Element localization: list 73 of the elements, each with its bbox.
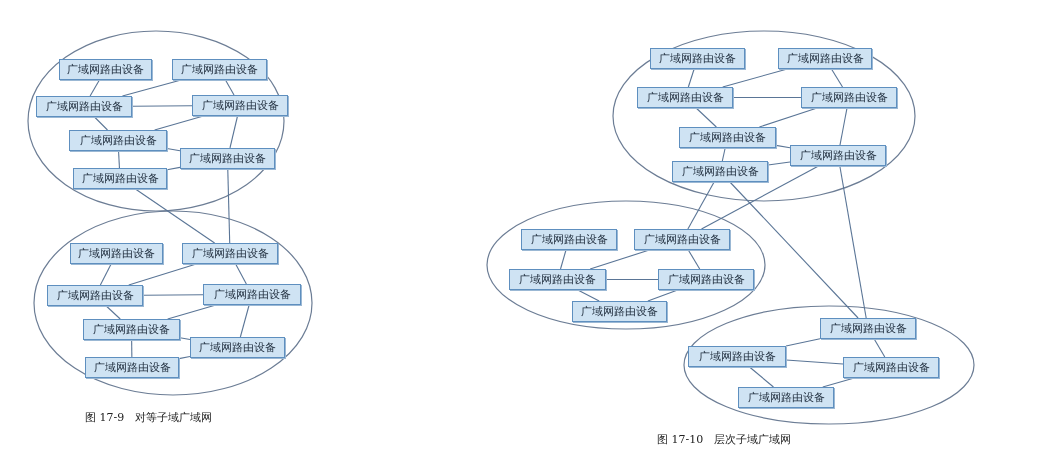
router-box: 广域网路由设备 xyxy=(172,59,267,80)
link-line xyxy=(589,249,650,270)
router-box: 广域网路由设备 xyxy=(73,168,167,189)
router-box: 广域网路由设备 xyxy=(843,357,939,378)
link-line xyxy=(131,105,193,107)
link-line xyxy=(224,79,235,96)
link-line xyxy=(227,168,231,244)
router-box: 广域网路由设备 xyxy=(572,301,667,322)
link-line xyxy=(239,304,250,338)
router-box: 广域网路由设备 xyxy=(190,337,285,358)
router-box: 广域网路由设备 xyxy=(70,243,163,264)
router-box: 广域网路由设备 xyxy=(180,148,275,169)
link-line xyxy=(93,116,109,131)
router-box: 广域网路由设备 xyxy=(36,96,132,117)
router-box: 广域网路由设备 xyxy=(658,269,754,290)
link-line xyxy=(559,249,567,270)
figure-caption: 图 17-9 对等子域广域网 xyxy=(85,410,213,425)
link-line xyxy=(166,148,181,152)
link-line xyxy=(839,107,848,146)
link-line xyxy=(767,161,791,166)
link-line xyxy=(118,150,120,169)
link-line xyxy=(235,263,247,285)
link-line xyxy=(695,107,717,128)
router-box: 广域网路由设备 xyxy=(672,161,768,182)
link-line xyxy=(166,166,181,171)
link-line xyxy=(89,79,100,97)
link-line xyxy=(179,337,191,340)
router-box: 广域网路由设备 xyxy=(59,59,152,80)
link-line xyxy=(134,188,216,244)
router-box: 广域网路由设备 xyxy=(521,229,617,250)
link-line xyxy=(839,165,867,319)
link-line xyxy=(577,289,600,302)
link-line xyxy=(721,147,726,162)
link-line xyxy=(229,115,239,149)
link-line xyxy=(729,181,859,319)
router-box: 广域网路由设备 xyxy=(738,387,834,408)
link-line xyxy=(178,355,191,360)
link-line xyxy=(785,338,821,347)
link-line xyxy=(732,96,802,99)
router-box: 广域网路由设备 xyxy=(790,145,886,166)
router-box: 广域网路由设备 xyxy=(637,87,733,108)
link-line xyxy=(749,366,774,388)
link-line xyxy=(605,278,659,281)
router-box: 广域网路由设备 xyxy=(650,48,745,69)
router-box: 广域网路由设备 xyxy=(688,346,786,367)
router-box: 广域网路由设备 xyxy=(509,269,606,290)
link-line xyxy=(700,165,820,230)
link-line xyxy=(785,359,844,365)
router-box: 广域网路由设备 xyxy=(820,318,916,339)
router-box: 广域网路由设备 xyxy=(69,130,167,151)
router-box: 广域网路由设备 xyxy=(192,95,288,116)
link-line xyxy=(758,107,818,128)
router-box: 广域网路由设备 xyxy=(83,319,180,340)
link-line xyxy=(99,263,112,286)
router-box: 广域网路由设备 xyxy=(85,357,179,378)
router-box: 广域网路由设备 xyxy=(778,48,872,69)
link-line xyxy=(873,338,886,358)
router-box: 广域网路由设备 xyxy=(203,284,301,305)
link-line xyxy=(131,339,133,358)
router-box: 广域网路由设备 xyxy=(182,243,278,264)
figure-caption: 图 17-10 层次子域广域网 xyxy=(657,432,792,447)
link-line xyxy=(105,305,121,320)
router-box: 广域网路由设备 xyxy=(679,127,776,148)
router-box: 广域网路由设备 xyxy=(801,87,897,108)
link-line xyxy=(687,249,701,270)
link-line xyxy=(830,68,844,88)
link-line xyxy=(142,294,204,296)
link-line xyxy=(128,263,197,286)
router-box: 广域网路由设备 xyxy=(47,285,143,306)
link-line xyxy=(775,144,791,149)
link-line xyxy=(687,68,695,88)
link-line xyxy=(687,181,715,230)
router-box: 广域网路由设备 xyxy=(634,229,730,250)
